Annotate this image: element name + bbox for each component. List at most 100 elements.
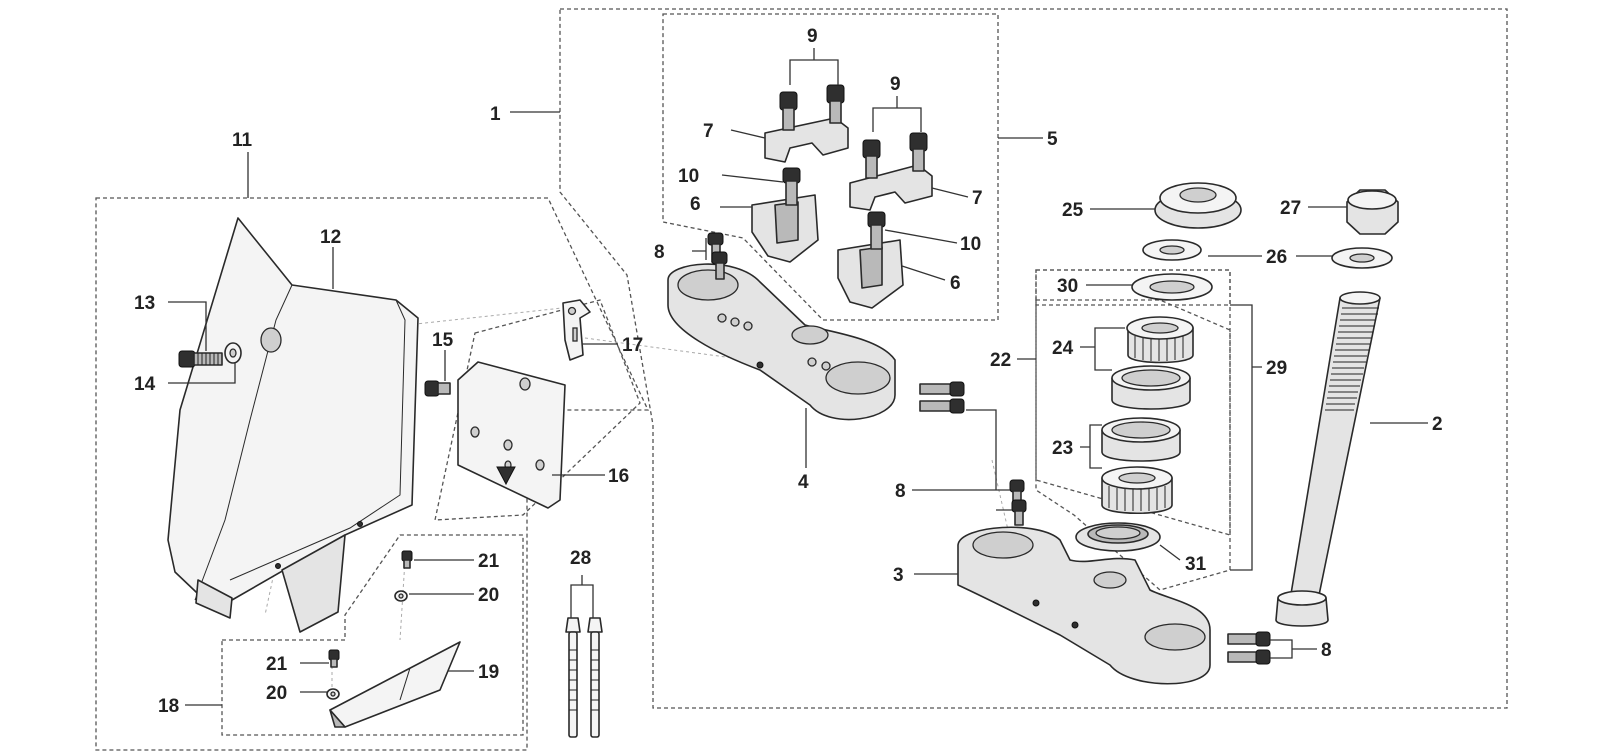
cable-ties-28 <box>565 617 603 738</box>
bolt-13-head <box>178 350 196 368</box>
assembly-1-box <box>559 8 1508 709</box>
steering-stem-2-thread <box>1325 307 1379 411</box>
callout-9-right: 9 <box>890 74 901 95</box>
upper-clamp-hole <box>743 321 753 331</box>
bolt-8-shank <box>919 383 953 395</box>
screw-21-upper-shank <box>403 559 411 569</box>
assembly-22-box <box>1035 299 1231 536</box>
callout-17: 17 <box>622 335 643 356</box>
number-plate-inner-edge <box>229 299 406 581</box>
stem-nut-27 <box>1346 189 1399 235</box>
bolt-13 <box>178 350 223 368</box>
bolt-8-head <box>949 381 965 397</box>
cable-tie-28-strap <box>590 631 600 738</box>
callout-7-left: 7 <box>703 121 714 142</box>
leader-24 <box>1080 327 1125 371</box>
callout-30: 30 <box>1057 276 1078 297</box>
steering-stem-2-shaft <box>1289 297 1381 601</box>
number-plate-body <box>167 217 419 611</box>
callout-4: 4 <box>798 472 809 493</box>
screws-21 <box>328 550 413 668</box>
callout-7-right: 7 <box>972 188 983 209</box>
callout-20-upper: 20 <box>478 585 499 606</box>
upper-clamp-hole <box>730 317 740 327</box>
dust-seal-30-hole <box>1149 280 1195 294</box>
lower-clamp-fork-bore <box>1144 623 1206 651</box>
screw-21-lower-shank <box>330 658 338 668</box>
callout-21-lower: 21 <box>266 654 288 675</box>
clamp-base-6-right <box>837 211 904 309</box>
callout-26: 26 <box>1266 247 1287 268</box>
clamp-top-body <box>764 117 849 163</box>
callout-1: 1 <box>490 104 501 125</box>
number-plate-hole <box>260 327 282 353</box>
bolt-9-shank <box>865 155 878 179</box>
callout-21-upper: 21 <box>478 551 500 572</box>
callout-22: 22 <box>990 350 1011 371</box>
clamp-top-body <box>849 164 933 211</box>
lower-bearing-23-rollers <box>1108 486 1166 511</box>
callout-8-middle: 8 <box>895 481 906 502</box>
callout-29: 29 <box>1266 358 1287 379</box>
lower-bearing-23-race-bore <box>1111 421 1171 439</box>
washer-14-hole <box>229 348 237 358</box>
callout-8-top: 8 <box>654 242 665 263</box>
cable-tie-28-strap <box>568 631 578 738</box>
upper-clamp-hole <box>807 357 817 367</box>
bolt-15-shank <box>437 382 451 395</box>
number-plate-inner-edge <box>194 284 293 601</box>
bearing-stack <box>1075 182 1393 552</box>
bracket-plate-body <box>457 361 566 509</box>
callout-28: 28 <box>570 548 591 569</box>
upper-bearing-24-bore <box>1141 322 1179 334</box>
bolt-15-head <box>424 380 440 397</box>
number-plate-rivet <box>357 521 363 527</box>
callout-3: 3 <box>893 565 904 586</box>
bracket-plate-hole <box>535 459 545 471</box>
callout-15: 15 <box>432 330 454 351</box>
washer-14 <box>224 342 242 364</box>
clip-17-hole <box>567 306 577 316</box>
lower-clamp-pin <box>1071 621 1079 629</box>
cable-tie-28-head <box>587 617 603 633</box>
callout-19: 19 <box>478 662 499 683</box>
bracket-plate-hole <box>519 377 531 391</box>
bracket-plate-hole <box>470 426 480 438</box>
clip-17-slot <box>572 327 578 342</box>
upper-clamp-fork-bore <box>677 269 739 301</box>
bolts-8-middle <box>919 381 1027 526</box>
guide-line <box>399 559 406 641</box>
bolts-8-top <box>707 232 728 280</box>
leader-7 <box>730 129 969 198</box>
callout-20-lower: 20 <box>266 683 287 704</box>
bracket-plate-16 <box>457 361 566 509</box>
leader-8-middle <box>912 409 1012 511</box>
leader-10 <box>721 174 958 244</box>
assembly-30-box <box>1035 269 1231 306</box>
upper-clamp-hole <box>821 361 831 371</box>
upper-clamp-pin <box>756 361 764 369</box>
callout-10-left: 10 <box>678 166 699 187</box>
callout-11: 11 <box>232 130 253 151</box>
leader-9-left <box>789 48 839 85</box>
seal-31-bore <box>1095 526 1141 540</box>
leader-29 <box>1230 304 1262 571</box>
leader-8-bottom <box>1270 639 1317 659</box>
bolt-9-shank <box>912 148 925 172</box>
bolt-10-shank <box>785 180 798 206</box>
bolt-9-shank <box>782 107 795 131</box>
callout-6-left: 6 <box>690 194 701 215</box>
callout-12: 12 <box>320 227 341 248</box>
bolt-8-shank <box>919 400 953 412</box>
upper-clamp-fork-bore <box>825 361 891 395</box>
bolt-8-shank <box>1227 651 1259 663</box>
lower-bearing-23-bore <box>1118 472 1156 484</box>
brand-logo-mark <box>496 466 516 486</box>
number-plate-12 <box>167 217 419 633</box>
cable-tie-28-teeth <box>569 649 577 711</box>
steering-stem-2-top <box>1339 291 1381 305</box>
bolt-8-shank <box>1227 633 1259 645</box>
leader-lines <box>168 48 1428 706</box>
lower-clamp-body <box>957 526 1211 685</box>
bracket-plate-hole <box>503 439 513 451</box>
